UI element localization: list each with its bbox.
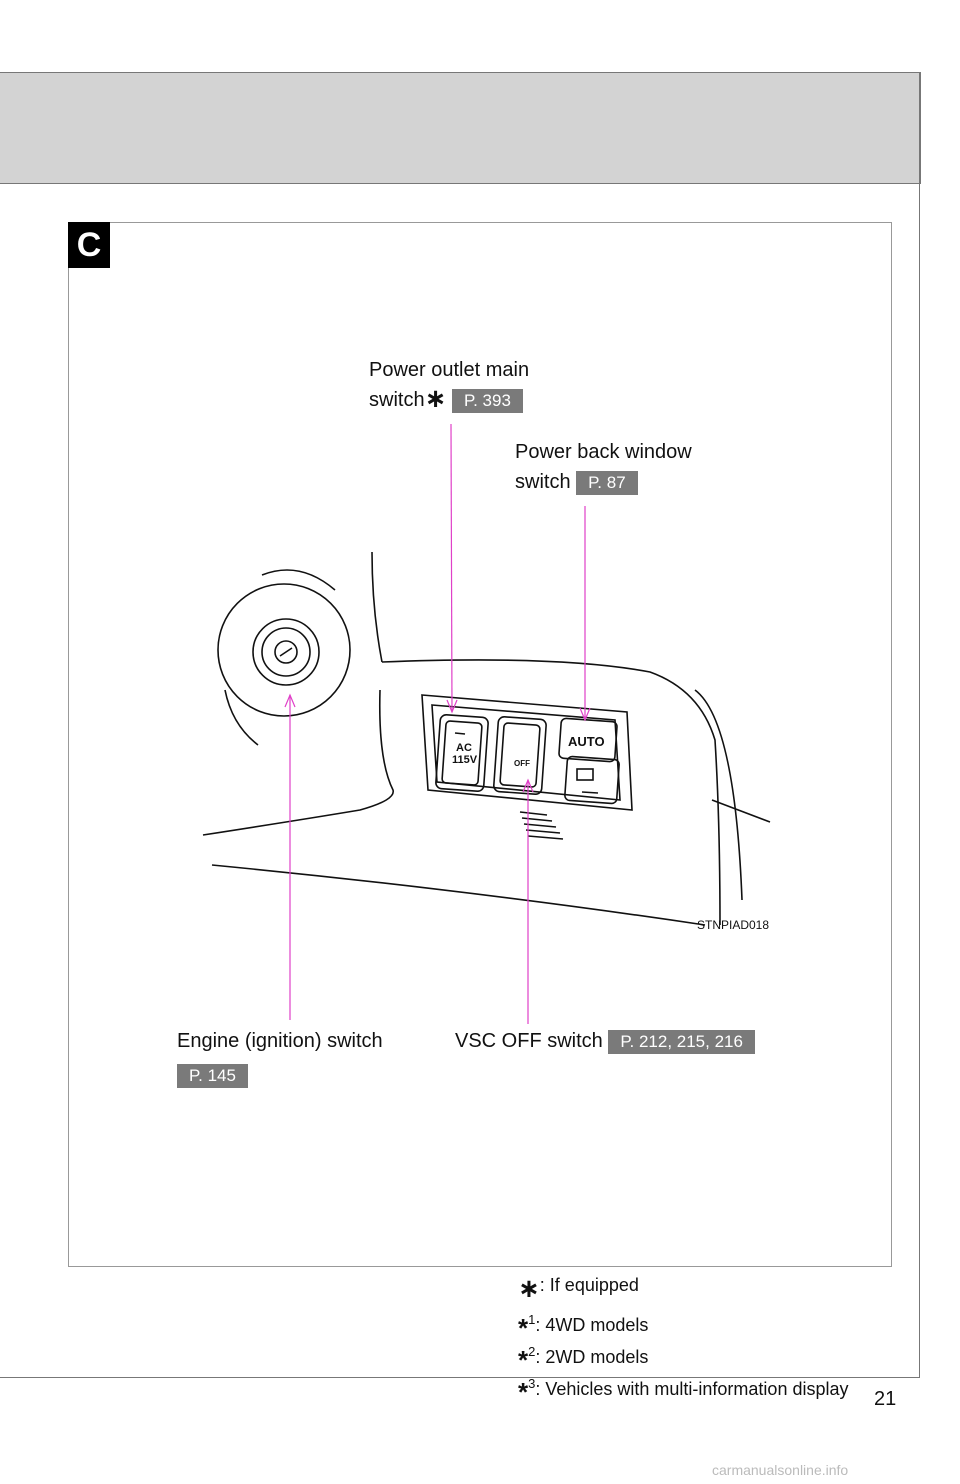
engine-switch-label: Engine (ignition) switch P. 145	[177, 1026, 383, 1090]
figure-code: STNPIAD018	[697, 918, 770, 932]
footnote-item: *3: Vehicles with multi-information disp…	[518, 1376, 849, 1407]
footnotes: ∗: If equipped *1: 4WD models *2: 2WD mo…	[518, 1273, 849, 1407]
page-bottom-rule	[0, 1377, 920, 1378]
switch-panel	[421, 694, 633, 811]
power-back-window-label: Power back window switch P. 87	[515, 441, 692, 495]
footnote-item: *2: 2WD models	[518, 1344, 649, 1375]
illustration-panel	[68, 222, 892, 1267]
section-badge: C	[68, 222, 110, 268]
header-band	[0, 72, 921, 184]
vsc-off-text: OFF	[514, 759, 530, 768]
ac-outlet-switch	[435, 714, 489, 792]
engine-switch-ref: P. 145	[177, 1063, 248, 1088]
back-window-switch	[564, 755, 620, 805]
power-outlet-label: Power outlet main switch∗ P. 393	[369, 359, 530, 413]
auto-text: AUTO	[568, 734, 605, 749]
page-right-rule	[919, 72, 920, 1378]
footnote-item: ∗: If equipped	[518, 1273, 639, 1303]
ac-text: AC	[456, 742, 472, 754]
power-outlet-leader	[450, 423, 453, 713]
window-icon	[576, 768, 594, 781]
key-slot-icon	[274, 640, 298, 664]
vsc-off-label: VSC OFF switch P. 212, 215, 216	[455, 1026, 755, 1056]
watermark: carmanualsonline.info	[712, 1462, 849, 1478]
page-number: 21	[874, 1388, 897, 1410]
voltage-text: 115V	[452, 754, 478, 766]
ignition-ring	[252, 618, 320, 686]
auto-window-switch	[558, 717, 618, 763]
power-back-window-ref: P. 87	[576, 470, 638, 495]
vsc-off-ref: P. 212, 215, 216	[608, 1029, 755, 1054]
power-outlet-ref: P. 393	[451, 388, 523, 413]
ignition-bezel	[217, 583, 351, 717]
footnote-item: *1: 4WD models	[518, 1312, 649, 1343]
equipped-asterisk-icon: ∗	[424, 383, 447, 413]
vsc-off-switch	[493, 716, 547, 795]
